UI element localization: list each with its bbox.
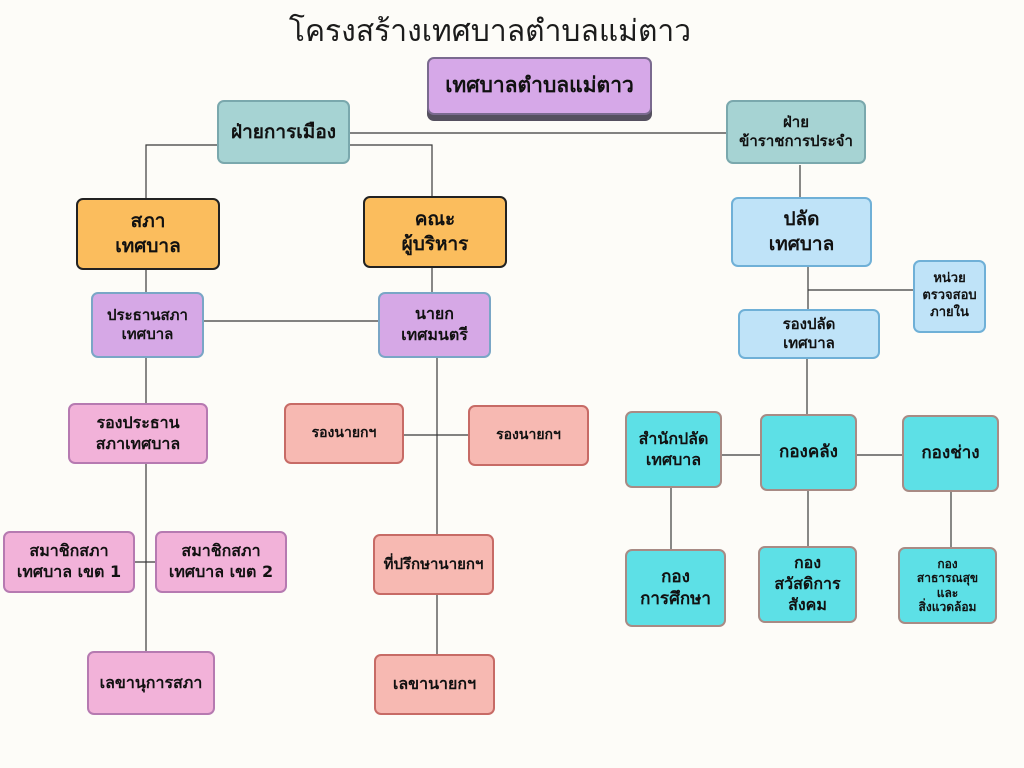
node-engineering-division: กองช่าง xyxy=(902,415,999,492)
connector-political-executive xyxy=(350,144,433,197)
chart-title: โครงสร้างเทศบาลตำบลแม่ตาว xyxy=(288,14,692,49)
node-root: เทศบาลตำบลแม่ตาว xyxy=(427,57,652,115)
node-member-district-2: สมาชิกสภา เทศบาล เขต 2 xyxy=(155,531,287,593)
connector-political-council xyxy=(145,144,217,199)
node-deputy-mayor-2: รองนายกฯ xyxy=(468,405,589,466)
node-council-secretary: เลขานุการสภา xyxy=(87,651,215,715)
node-mayor: นายก เทศมนตรี xyxy=(378,292,491,358)
node-deputy-clerk: รองปลัด เทศบาล xyxy=(738,309,880,359)
node-executive: คณะ ผู้บริหาร xyxy=(363,196,507,268)
node-deputy-mayor-1: รองนายกฯ xyxy=(284,403,404,464)
node-clerk-office: สำนักปลัด เทศบาล xyxy=(625,411,722,488)
node-social-welfare-division: กอง สวัสดิการ สังคม xyxy=(758,546,857,623)
node-finance-division: กองคลัง xyxy=(760,414,857,491)
node-public-health-division: กอง สาธารณสุข และ สิ่งแวดล้อม xyxy=(898,547,997,624)
node-internal-audit: หน่วย ตรวจสอบ ภายใน xyxy=(913,260,986,333)
node-council-president: ประธานสภา เทศบาล xyxy=(91,292,204,358)
node-mayor-secretary: เลขานายกฯ xyxy=(374,654,495,715)
node-civil-servants: ฝ่าย ข้าราชการประจำ xyxy=(726,100,866,164)
node-council: สภา เทศบาล xyxy=(76,198,220,270)
node-mayor-advisor: ที่ปรึกษานายกฯ xyxy=(373,534,494,595)
node-vice-council-president: รองประธาน สภาเทศบาล xyxy=(68,403,208,464)
node-clerk: ปลัด เทศบาล xyxy=(731,197,872,267)
node-member-district-1: สมาชิกสภา เทศบาล เขต 1 xyxy=(3,531,135,593)
node-political: ฝ่ายการเมือง xyxy=(217,100,350,164)
node-education-division: กอง การศึกษา xyxy=(625,549,726,627)
